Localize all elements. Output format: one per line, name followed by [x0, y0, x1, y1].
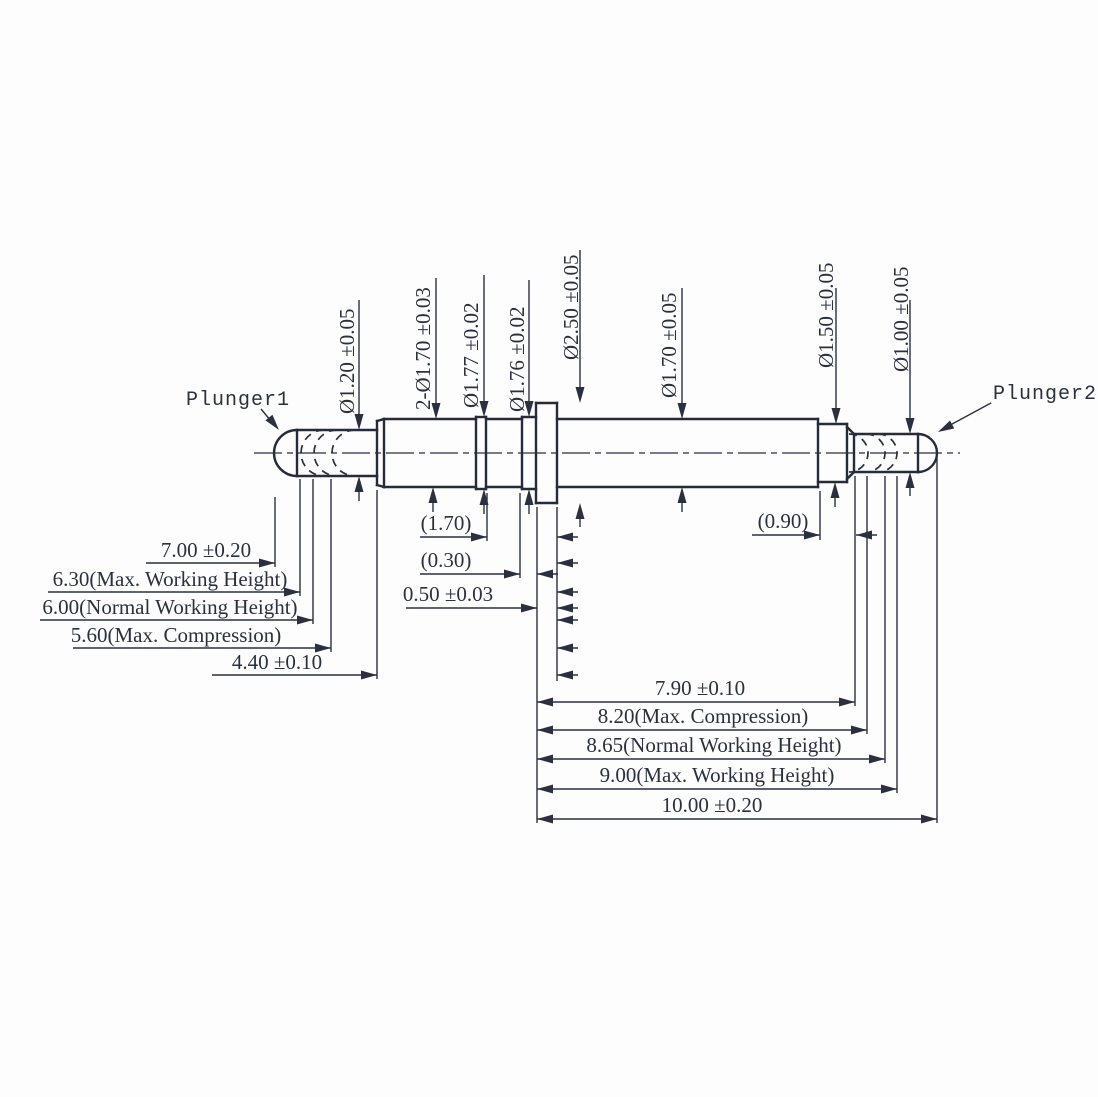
plunger2-label: Plunger2	[993, 383, 1097, 406]
dim-5-60: 5.60(Max. Compression)	[71, 623, 282, 647]
dim-7-00: 7.00 ±0.20	[161, 538, 251, 562]
left-dimensions: 7.00 ±0.20 6.30(Max. Working Height) 6.0…	[40, 538, 578, 680]
dim-6-00: 6.00(Normal Working Height)	[42, 595, 297, 619]
dim-dia-1-50: Ø1.50 ±0.05	[814, 263, 838, 368]
dim-ref-0-30: (0.30)	[421, 548, 472, 572]
detail-dimensions: (1.70) (0.30) 0.50 ±0.03 (0.90)	[403, 509, 877, 613]
dim-dia-1-20: Ø1.20 ±0.05	[335, 309, 359, 414]
plunger-labels: Plunger1 Plunger2	[186, 383, 1097, 436]
dim-dia-1-76: Ø1.76 ±0.02	[505, 307, 529, 412]
dim-dia-2-50: Ø2.50 ±0.05	[559, 255, 583, 360]
pogo-pin-outline	[272, 401, 939, 505]
dim-9-00: 9.00(Max. Working Height)	[600, 763, 835, 787]
dim-10-00: 10.00 ±0.20	[662, 793, 763, 817]
diameter-callouts: Ø1.20 ±0.05 2-Ø1.70 ±0.03 Ø1.77 ±0.02 Ø1…	[335, 250, 915, 527]
dim-6-30: 6.30(Max. Working Height)	[53, 567, 288, 591]
dim-4-40: 4.40 ±0.10	[232, 650, 322, 674]
dim-ref-0-90: (0.90)	[758, 509, 809, 533]
dim-8-65: 8.65(Normal Working Height)	[586, 733, 841, 757]
dim-dia-1-70-barrel: Ø1.70 ±0.05	[657, 293, 681, 398]
right-dimensions: 7.90 ±0.10 8.20(Max. Compression) 8.65(N…	[537, 676, 937, 824]
dim-0-50: 0.50 ±0.03	[403, 582, 493, 606]
extension-lines	[274, 458, 938, 823]
dim-dia-2x-1-70: 2-Ø1.70 ±0.03	[411, 287, 435, 410]
plunger1-label: Plunger1	[186, 389, 290, 412]
dim-8-20: 8.20(Max. Compression)	[598, 704, 809, 728]
dim-7-90: 7.90 ±0.10	[655, 676, 745, 700]
dim-dia-1-77: Ø1.77 ±0.02	[459, 303, 483, 408]
dim-dia-1-00: Ø1.00 ±0.05	[889, 267, 913, 372]
dim-ref-1-70: (1.70)	[421, 511, 472, 535]
